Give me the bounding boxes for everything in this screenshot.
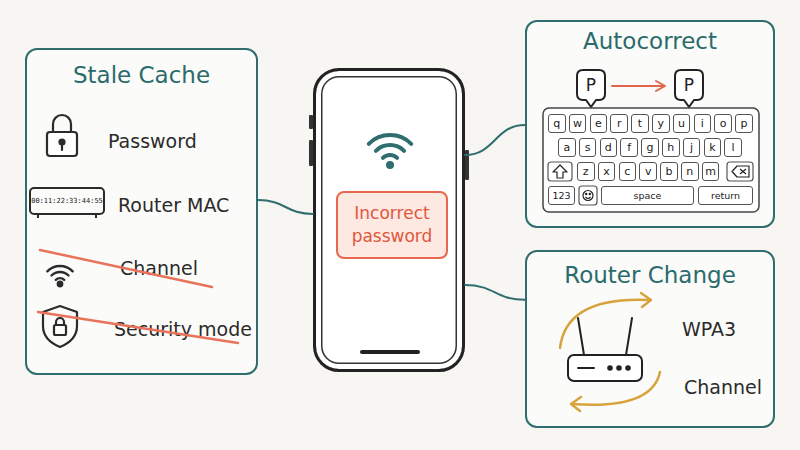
item-label: Channel <box>684 376 762 398</box>
connector-line <box>258 200 313 214</box>
key-label: f <box>620 138 638 157</box>
key-label: k <box>704 138 722 157</box>
item-label: Security mode <box>114 318 252 340</box>
key-label: 123 <box>548 186 575 205</box>
key-label: e <box>590 114 608 133</box>
item-label: Password <box>108 130 197 152</box>
item-label: Router MAC <box>118 194 229 216</box>
key-label: y <box>652 114 670 133</box>
key-label: q <box>548 114 566 133</box>
connector-line <box>465 125 525 155</box>
key-label: p <box>735 114 753 133</box>
key-label: z <box>577 162 595 181</box>
key-label: b <box>660 162 678 181</box>
item-label: WPA3 <box>682 318 736 340</box>
key-label: d <box>600 138 618 157</box>
key-label: x <box>598 162 616 181</box>
key-label: w <box>569 114 587 133</box>
error-box: Incorrect password <box>336 191 448 259</box>
cache-panel: Stale CachePasswordRouter MAC ChannelSecu… <box>25 48 258 375</box>
error-text: Incorrect password <box>342 202 442 248</box>
key-label: l <box>724 138 742 157</box>
key-label: o <box>714 114 732 133</box>
bubble-letter: P <box>577 70 605 100</box>
key-label: i <box>694 114 712 133</box>
key-label: a <box>558 138 576 157</box>
key-label: h <box>662 138 680 157</box>
key-label: t <box>631 114 649 133</box>
key-label: m <box>702 162 720 181</box>
phone-frame: Incorrect password <box>313 68 465 372</box>
key-label: u <box>673 114 691 133</box>
panel-title: Router Change <box>527 262 773 288</box>
router-panel: Router ChangeWPA3Channel <box>525 250 775 428</box>
item-label: Channel <box>120 257 198 279</box>
key-label: space <box>601 186 694 205</box>
key-label: return <box>698 186 753 205</box>
connector-line <box>465 285 525 300</box>
mac-address: 00:11:22:33:44:55 <box>30 193 104 209</box>
key-label: c <box>619 162 637 181</box>
key-label: r <box>610 114 628 133</box>
key-label: n <box>681 162 699 181</box>
panel-title: Autocorrect <box>527 28 773 54</box>
bubble-letter: P <box>675 70 703 100</box>
key-label: g <box>641 138 659 157</box>
key-label: v <box>639 162 657 181</box>
key-label: j <box>683 138 701 157</box>
key-label: s <box>579 138 597 157</box>
panel-title: Stale Cache <box>27 62 256 88</box>
